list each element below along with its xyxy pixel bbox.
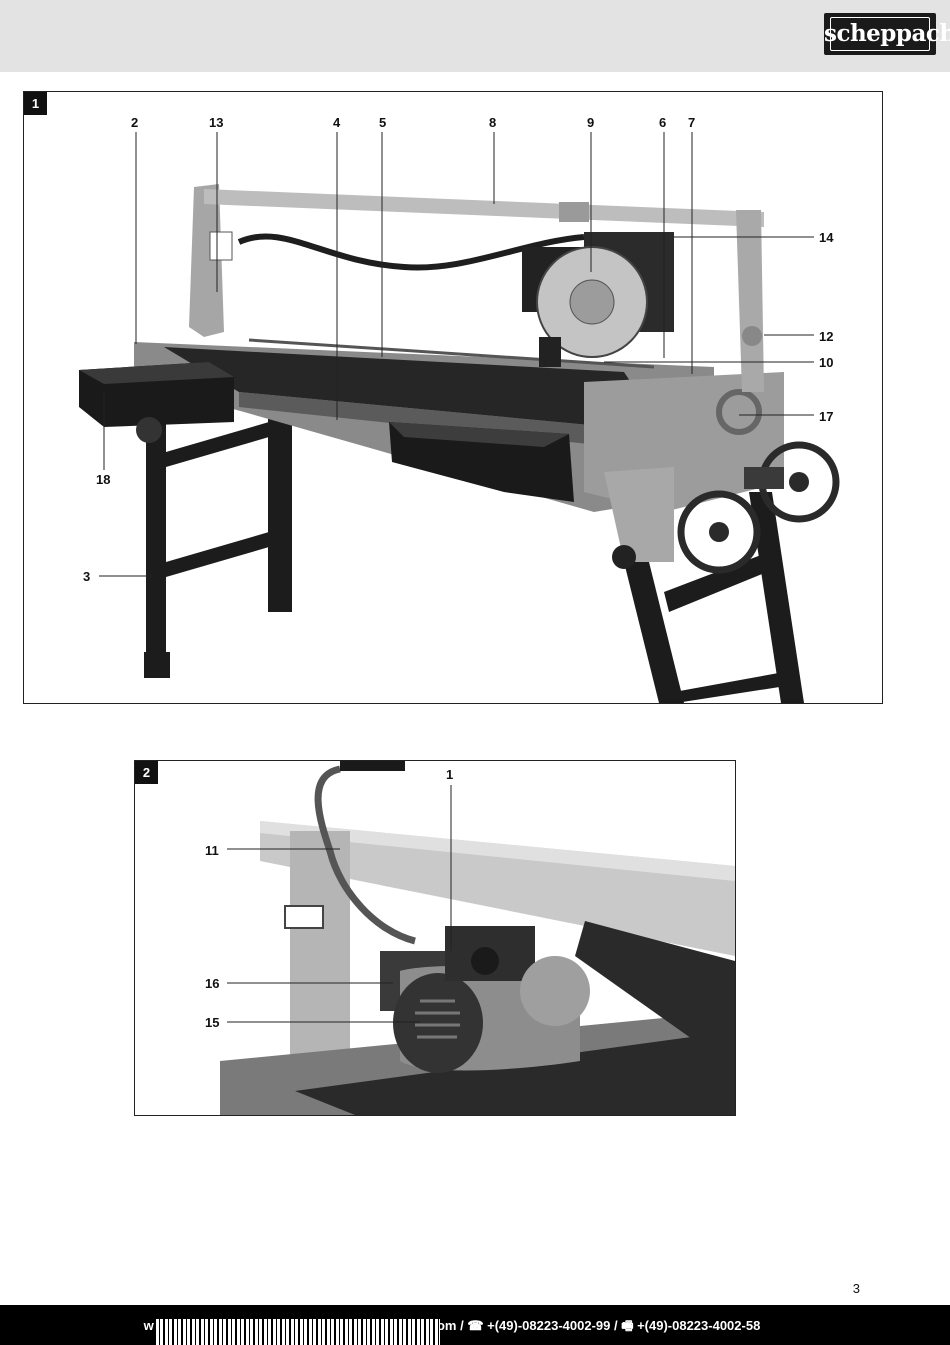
- callout-18: 18: [96, 472, 111, 487]
- callout-7: 7: [688, 115, 696, 130]
- scheppach-logo: scheppach: [824, 13, 950, 55]
- figure-2: 2 1 11: [134, 760, 736, 1116]
- callout-8: 8: [489, 115, 497, 130]
- callout-10: 10: [819, 355, 834, 370]
- callout-3: 3: [83, 569, 91, 584]
- callout-15: 15: [205, 1015, 220, 1030]
- figure-2-badge: 2: [135, 761, 158, 784]
- page-number: 3: [852, 1281, 860, 1296]
- callout-16: 16: [205, 976, 220, 991]
- callout-17: 17: [819, 409, 834, 424]
- figure-1-badge: 1: [24, 92, 47, 115]
- tile-saw-illustration: [79, 132, 840, 703]
- callout-11: 11: [205, 843, 219, 858]
- callout-4: 4: [333, 115, 341, 130]
- motor-closeup-illustration: [220, 761, 735, 1115]
- callout-2: 2: [131, 115, 139, 130]
- figure-1: 1: [23, 91, 883, 704]
- callout-13: 13: [209, 115, 224, 130]
- callout-6: 6: [659, 115, 667, 130]
- footer-bar: www.scheppach.com / ✉ service@scheppach.…: [0, 1305, 950, 1345]
- callout-14: 14: [819, 230, 834, 245]
- callout-5: 5: [379, 115, 387, 130]
- barcode-overlay: [154, 1319, 440, 1345]
- callout-9: 9: [587, 115, 595, 130]
- callout-1: 1: [446, 767, 454, 782]
- callout-12: 12: [819, 329, 834, 344]
- header-bar: scheppach: [0, 0, 950, 72]
